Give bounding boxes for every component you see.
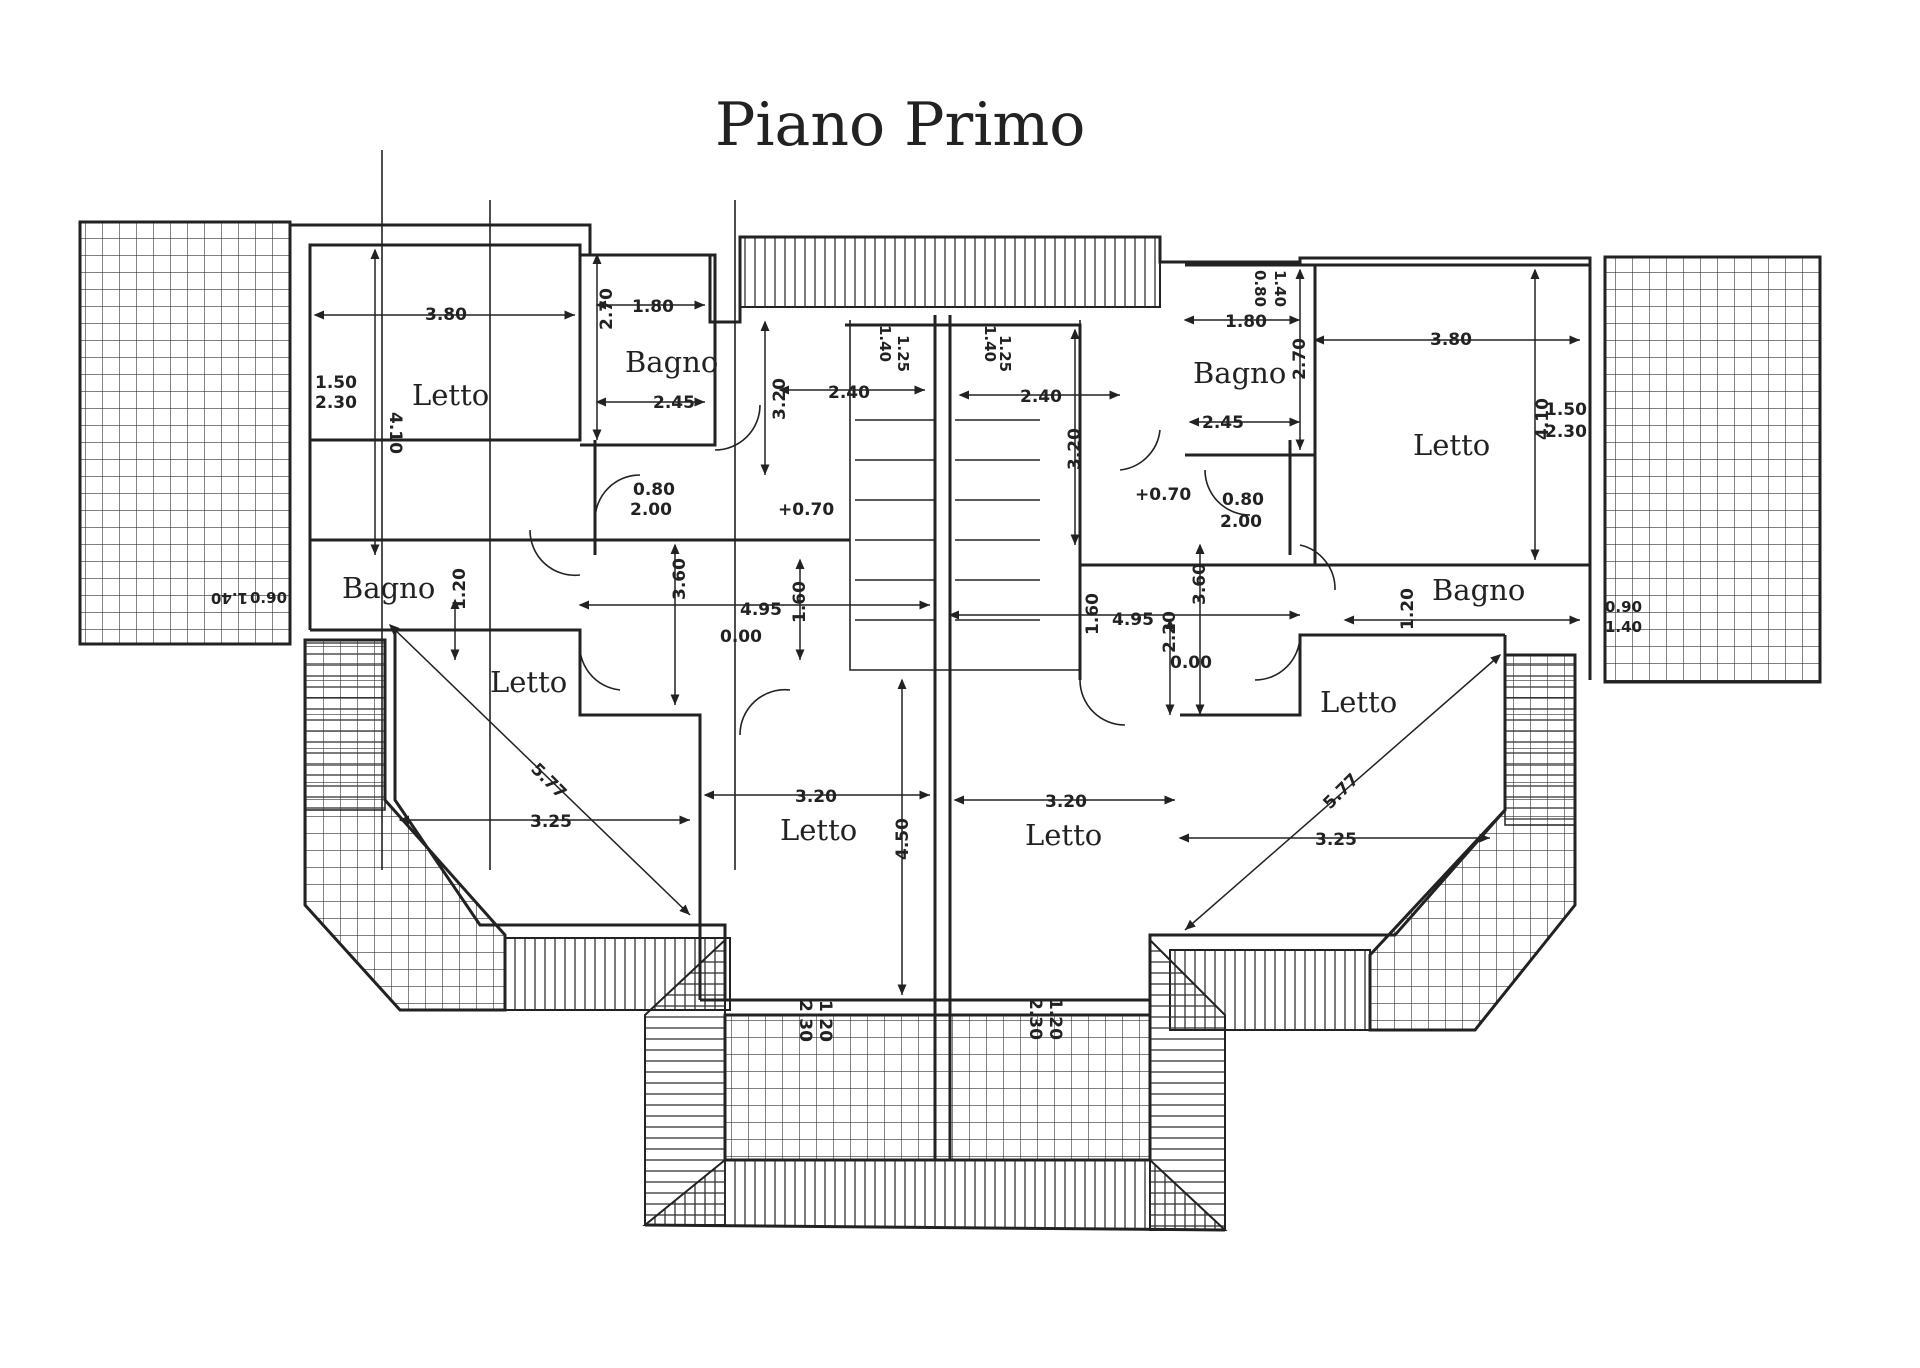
dim-text: 4.50 — [893, 818, 913, 860]
dim-text: 2.20 — [1160, 611, 1180, 653]
room-letto-e: Letto — [1320, 685, 1397, 719]
dim-text: 0.90 — [1605, 598, 1642, 616]
room-bagno-e: Bagno — [1432, 573, 1525, 607]
dim-text: 1.20 — [1045, 998, 1065, 1040]
room-labels: Letto Bagno Bagno Letto Letto Letto Bagn… — [342, 345, 1525, 852]
dim-text: 1.20 — [450, 568, 470, 610]
dim-text: 3.60 — [1190, 563, 1210, 605]
dim-text: +0.70 — [778, 500, 834, 520]
dim-text: 0.80 — [633, 480, 675, 500]
dim-text: 1.40 — [981, 325, 999, 362]
dim-text: 1.60 — [790, 581, 810, 623]
dim-text: 3.25 — [1315, 830, 1357, 850]
dim-text: 1.25 — [894, 335, 912, 372]
dim-text: 1.80 — [632, 297, 674, 317]
dim-text: 0.00 — [720, 627, 762, 647]
dim-text: 2.00 — [1220, 512, 1262, 532]
dim-text: 0.80 — [1222, 490, 1264, 510]
room-bagno-w: Bagno — [342, 571, 435, 605]
dimension-texts: 3.80 4.10 1.50 2.30 1.80 2.70 2.45 2.40 … — [211, 270, 1642, 1042]
dim-text: 3.20 — [1065, 428, 1085, 470]
dimension-lines — [313, 248, 1580, 995]
dim-text: 4.95 — [1112, 610, 1154, 630]
dim-text: 0.80 — [1251, 270, 1269, 307]
dim-text: 2.40 — [828, 383, 870, 403]
dim-text: 4.95 — [740, 600, 782, 620]
dim-text: 2.00 — [630, 500, 672, 520]
room-letto-nw: Letto — [412, 378, 489, 412]
dim-text: 1.40 — [1605, 618, 1642, 636]
dim-text: 1.20 — [1398, 588, 1418, 630]
terraces — [78, 220, 1822, 1232]
walls — [290, 150, 1592, 1160]
dim-text: +0.70 — [1135, 485, 1191, 505]
dim-text: 5.77 — [1319, 770, 1363, 814]
room-bagno-ne: Bagno — [1193, 356, 1286, 390]
dim-text: 4.10 — [1533, 398, 1553, 440]
dim-text: 1.50 — [1545, 400, 1587, 420]
dim-text: 3.20 — [770, 378, 790, 420]
dim-text: 3.80 — [1430, 330, 1472, 350]
page-title: Piano Primo — [715, 90, 1085, 160]
dim-text: 2.45 — [1202, 413, 1244, 433]
dim-text: 4.10 — [385, 412, 405, 454]
dim-text: 2.30 — [795, 1000, 815, 1042]
dim-text: 3.20 — [1045, 792, 1087, 812]
dim-text: 1.20 — [815, 1000, 835, 1042]
dim-text: 3.20 — [795, 787, 837, 807]
dim-text: 1.40 — [211, 589, 248, 607]
dim-text: 1.40 — [1271, 270, 1289, 307]
dim-text: 3.25 — [530, 812, 572, 832]
dim-text: 1.25 — [996, 335, 1014, 372]
dim-text: 2.30 — [1545, 422, 1587, 442]
dim-text: 2.30 — [315, 393, 357, 413]
dim-text: 5.77 — [526, 759, 570, 803]
dim-text: 1.40 — [876, 325, 894, 362]
room-letto-sc-left: Letto — [780, 813, 857, 847]
room-letto-w: Letto — [490, 665, 567, 699]
dim-text: 0.90 — [250, 589, 287, 607]
dim-text: 3.60 — [670, 558, 690, 600]
room-letto-ne: Letto — [1413, 428, 1490, 462]
dim-text: 1.60 — [1083, 593, 1103, 635]
dim-text: 1.80 — [1225, 312, 1267, 332]
dim-text: 2.70 — [597, 288, 617, 330]
dim-text: 2.70 — [1290, 338, 1310, 380]
dim-text: 2.30 — [1025, 998, 1045, 1040]
dim-text: 2.40 — [1020, 387, 1062, 407]
dim-text: 3.80 — [425, 305, 467, 325]
dim-text: 2.45 — [653, 393, 695, 413]
dim-text: 1.50 — [315, 373, 357, 393]
room-letto-sc-right: Letto — [1025, 818, 1102, 852]
room-bagno-nw: Bagno — [625, 345, 718, 379]
dim-text: 0.00 — [1170, 653, 1212, 673]
